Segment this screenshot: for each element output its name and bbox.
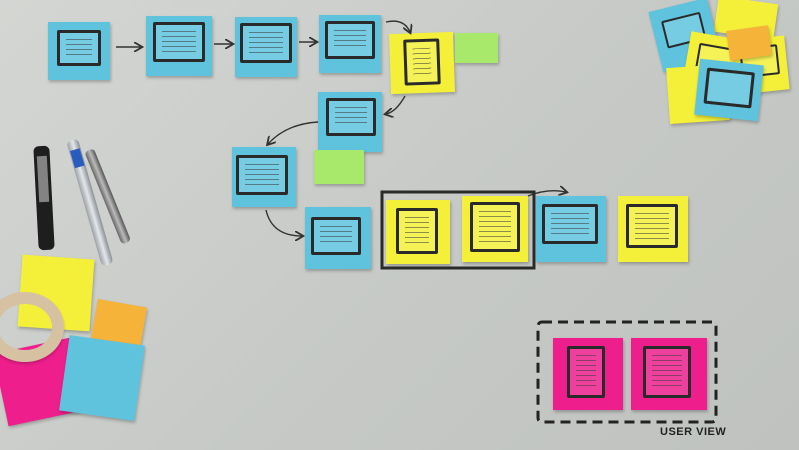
user-view-frame xyxy=(536,320,718,424)
arrow-5 xyxy=(386,95,406,114)
storyboard-note-12 xyxy=(618,196,688,262)
annotation-note-2 xyxy=(314,150,364,184)
user-view-label: USER VIEW xyxy=(660,426,727,438)
storyboard-note-2 xyxy=(146,16,212,76)
storyboard-note-7 xyxy=(232,147,296,207)
storyboard-note-9 xyxy=(386,200,450,264)
arrow-4 xyxy=(385,20,410,32)
group-frame xyxy=(380,190,536,270)
user-view-note-1 xyxy=(553,338,623,410)
storyboard-note-6 xyxy=(318,92,382,152)
arrow-7 xyxy=(265,209,302,236)
arrow-6 xyxy=(268,121,319,144)
storyboard-note-11 xyxy=(536,196,606,262)
storyboard-note-4 xyxy=(319,15,381,73)
annotation-note-1 xyxy=(455,33,498,63)
arrow-8 xyxy=(527,191,566,197)
storyboard-note-3 xyxy=(235,17,297,77)
storyboard-note-1 xyxy=(48,22,110,80)
user-view-note-2 xyxy=(631,338,707,410)
storyboard-note-8 xyxy=(305,207,371,269)
storyboard-note-10 xyxy=(462,196,528,262)
